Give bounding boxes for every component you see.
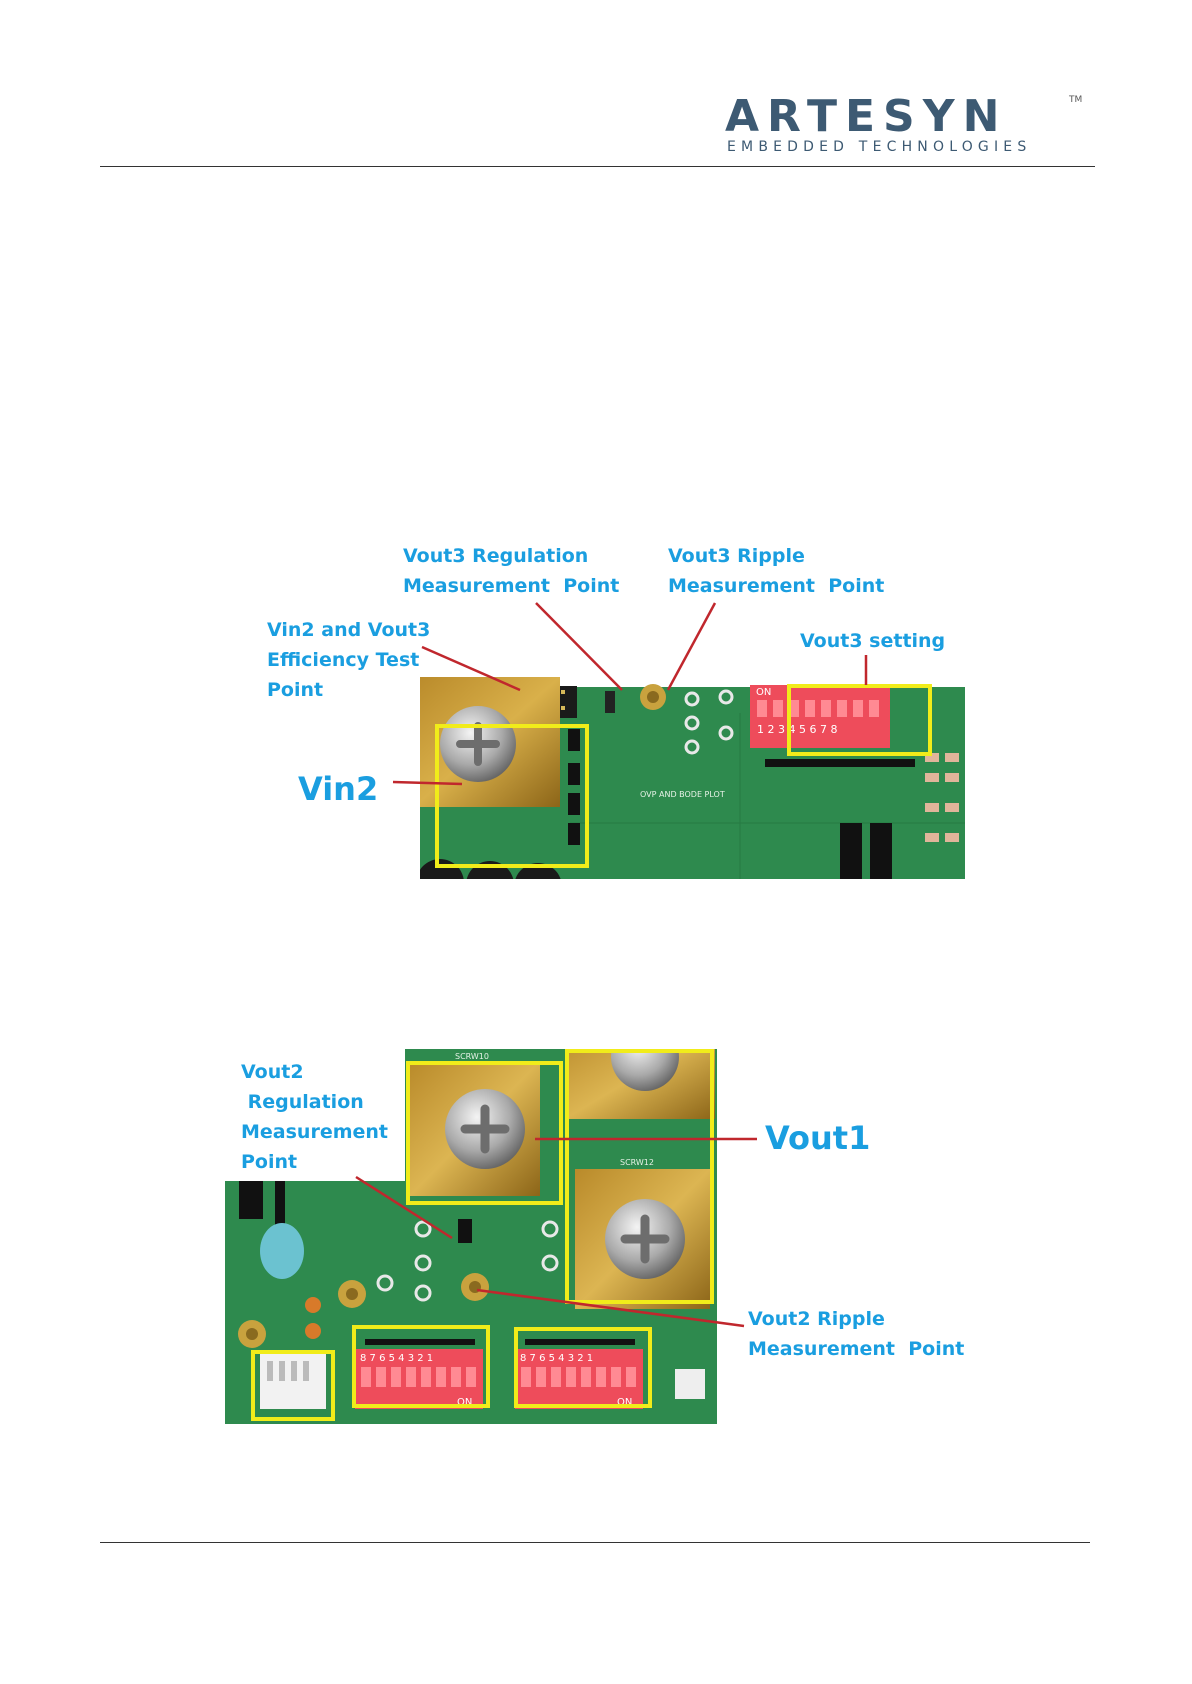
- label-efficiency-test-point: Vin2 and Vout3 Efficiency Test Point: [267, 619, 431, 701]
- leader-vout3-regulation: [535, 602, 623, 691]
- label-vout3-setting: Vout3 setting: [800, 630, 946, 652]
- label-vout3-ripple: Vout3 Ripple Measurement Point: [668, 545, 885, 597]
- dip-b-on: ON: [617, 1397, 632, 1408]
- highlight-vout1-terminal-1: [406, 1061, 563, 1205]
- vout2-regulation-callout-background: [225, 1049, 405, 1181]
- leader-vin2: [392, 780, 463, 786]
- highlight-vin2-terminal: [435, 724, 589, 868]
- dip-numbers-silkscreen: 1 2 3 4 5 6 7 8: [757, 723, 837, 736]
- highlight-connector: [251, 1350, 335, 1421]
- dip-a-numbers: 8 7 6 5 4 3 2 1: [360, 1353, 433, 1364]
- footer-rule: [100, 1542, 1090, 1543]
- leader-efficiency: [421, 645, 521, 692]
- label-vin2: Vin2: [298, 770, 379, 808]
- ovp-silkscreen: OVP AND BODE PLOT: [640, 790, 725, 799]
- dip-b-numbers: 8 7 6 5 4 3 2 1: [520, 1353, 593, 1364]
- leader-vout2-ripple: [476, 1288, 745, 1328]
- logo-tagline: EMBEDDED TECHNOLOGIES: [727, 139, 1032, 155]
- label-vout2-regulation: Vout2 Regulation Measurement Point: [241, 1061, 388, 1173]
- highlight-dip-switch-a: [352, 1325, 490, 1408]
- label-vout1: Vout1: [765, 1119, 871, 1157]
- label-vout3-regulation: Vout3 Regulation Measurement Point: [403, 545, 620, 597]
- scrw10-silkscreen: SCRW10: [455, 1052, 489, 1061]
- leader-vout3-ripple: [666, 602, 717, 691]
- logo-wordmark: ARTESYN: [725, 91, 1008, 142]
- highlight-vout3-dip-switch: [787, 684, 932, 756]
- dip-a-on: ON: [457, 1397, 472, 1408]
- logo-trademark: TM: [1069, 95, 1083, 105]
- leader-vout2-regulation: [355, 1175, 453, 1240]
- highlight-dip-switch-b: [514, 1327, 652, 1408]
- artesyn-logo: ARTESYN TM EMBEDDED TECHNOLOGIES: [725, 93, 1085, 163]
- header-rule: [100, 166, 1095, 167]
- dip-on-silkscreen: ON: [756, 687, 771, 698]
- label-vout2-ripple: Vout2 Ripple Measurement Point: [748, 1308, 965, 1360]
- scrw12-silkscreen: SCRW12: [620, 1158, 654, 1167]
- highlight-vout1-terminal-2: [565, 1049, 714, 1304]
